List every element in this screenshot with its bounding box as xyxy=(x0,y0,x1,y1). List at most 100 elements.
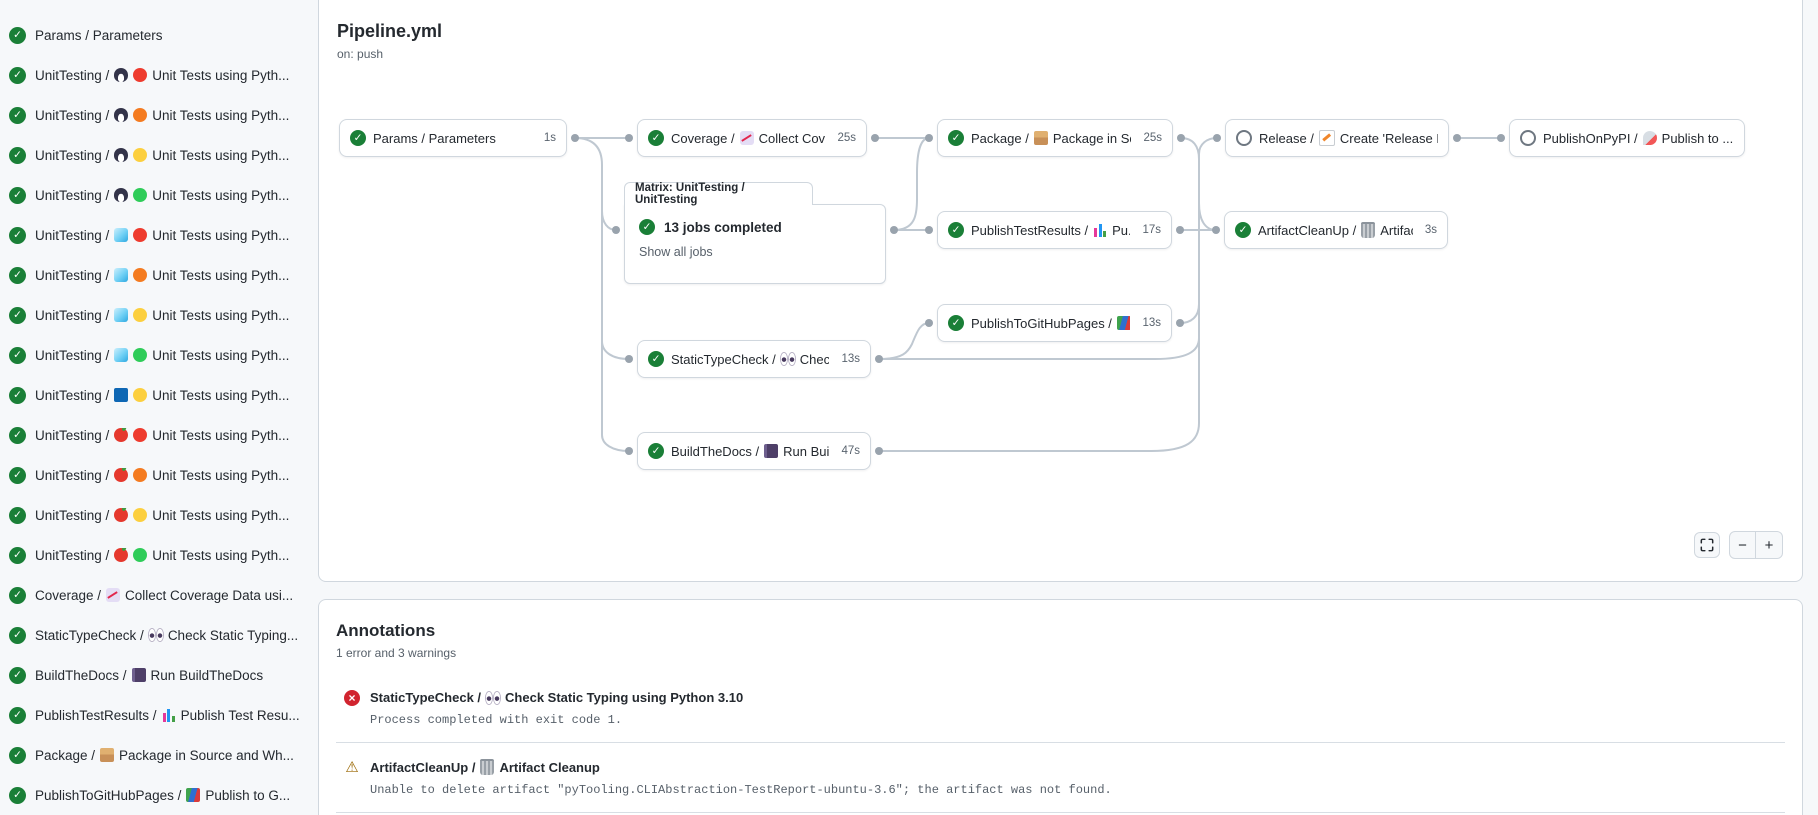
job-duration: 25s xyxy=(837,132,856,144)
show-all-jobs-link[interactable]: Show all jobs xyxy=(639,245,713,259)
matrix-group: 13 jobs completed Show all jobs xyxy=(624,204,886,284)
sidebar-job-label: UnitTesting /Unit Tests using Pyth... xyxy=(35,147,290,163)
wastebasket-icon xyxy=(480,759,495,775)
sidebar-job-label: StaticTypeCheck /Check Static Typing... xyxy=(35,627,299,643)
job-node-publishtogithubpages[interactable]: PublishToGitHubPages / ... 13s xyxy=(937,304,1172,342)
sidebar-job-label: UnitTesting /Unit Tests using Pyth... xyxy=(35,227,290,243)
chart-increasing-icon xyxy=(106,588,121,602)
sidebar-job-item[interactable]: UnitTesting /Unit Tests using Pyth... xyxy=(0,215,318,255)
eyes-icon xyxy=(780,352,795,366)
job-name: PublishToGitHubPages / xyxy=(971,315,1112,331)
sidebar-job-item[interactable]: UnitTesting /Unit Tests using Pyth... xyxy=(0,495,318,535)
penguin-icon xyxy=(114,108,129,122)
sidebar-job-label: UnitTesting /Unit Tests using Pyth... xyxy=(35,107,290,123)
job-duration: 13s xyxy=(841,353,860,365)
status-success-icon xyxy=(9,746,26,764)
status-success-icon xyxy=(9,26,26,44)
job-name: PublishTestResults / xyxy=(971,222,1089,238)
status-success-icon xyxy=(648,443,664,459)
sidebar-job-label: UnitTesting /Unit Tests using Pyth... xyxy=(35,547,290,563)
sidebar-job-label: PublishToGitHubPages /Publish to G... xyxy=(35,787,291,803)
ice-icon xyxy=(114,308,129,322)
sidebar-job-item[interactable]: Package /Package in Source and Wh... xyxy=(0,735,318,775)
sidebar-job-item[interactable]: UnitTesting /Unit Tests using Pyth... xyxy=(0,335,318,375)
sidebar-job-item[interactable]: UnitTesting /Unit Tests using Pyth... xyxy=(0,135,318,175)
red-circle-icon xyxy=(133,428,148,442)
job-desc: Chec... xyxy=(799,351,830,367)
status-skipped-icon xyxy=(1520,130,1536,146)
ice-icon xyxy=(114,268,129,282)
sidebar-job-label: UnitTesting /Unit Tests using Pyth... xyxy=(35,427,290,443)
job-node-params[interactable]: Params / Parameters 1s xyxy=(339,119,567,157)
job-node-artifactcleanup[interactable]: ArtifactCleanUp / Artifac... 3s xyxy=(1224,211,1448,249)
job-node-buildthedocs[interactable]: BuildTheDocs / Run Buil... 47s xyxy=(637,432,871,470)
sidebar-job-item[interactable]: Coverage /Collect Coverage Data usi... xyxy=(0,575,318,615)
memo-pencil-icon xyxy=(1318,130,1335,146)
jobs-sidebar: Params / ParametersUnitTesting /Unit Tes… xyxy=(0,0,318,815)
sidebar-job-label: UnitTesting /Unit Tests using Pyth... xyxy=(35,187,290,203)
graph-edges xyxy=(571,134,1505,455)
sidebar-job-item[interactable]: BuildTheDocs /Run BuildTheDocs xyxy=(0,655,318,695)
job-node-package[interactable]: Package / Package in So... 25s xyxy=(937,119,1173,157)
sidebar-job-item[interactable]: UnitTesting /Unit Tests using Pyth... xyxy=(0,175,318,215)
annotations-card: Annotations 1 error and 3 warnings Stati… xyxy=(318,599,1803,815)
sidebar-job-item[interactable]: UnitTesting /Unit Tests using Pyth... xyxy=(0,95,318,135)
sidebar-job-label: UnitTesting /Unit Tests using Pyth... xyxy=(35,347,290,363)
sidebar-job-item[interactable]: StaticTypeCheck /Check Static Typing... xyxy=(0,615,318,655)
status-success-icon xyxy=(9,626,26,644)
status-success-icon xyxy=(9,146,26,164)
status-success-icon xyxy=(9,546,26,564)
sidebar-job-item[interactable]: PublishToGitHubPages /Publish to G... xyxy=(0,775,318,815)
job-node-publishonpypi[interactable]: PublishOnPyPI / Publish to ... xyxy=(1509,119,1745,157)
zoom-in-button[interactable]: + xyxy=(1756,532,1782,558)
sidebar-job-item[interactable]: UnitTesting /Unit Tests using Pyth... xyxy=(0,255,318,295)
yellow-circle-icon xyxy=(133,508,148,522)
sidebar-job-item[interactable]: UnitTesting /Unit Tests using Pyth... xyxy=(0,295,318,335)
job-node-statictypecheck[interactable]: StaticTypeCheck / Chec... 13s xyxy=(637,340,871,378)
job-duration: 47s xyxy=(841,445,860,457)
job-duration: 1s xyxy=(543,132,556,144)
pipeline-graph-card: Pipeline.yml on: push xyxy=(318,0,1803,582)
sidebar-job-item[interactable]: UnitTesting /Unit Tests using Pyth... xyxy=(0,535,318,575)
job-desc: Package in So... xyxy=(1052,130,1132,146)
notebook-icon xyxy=(764,444,779,458)
status-success-icon xyxy=(648,130,664,146)
yellow-circle-icon xyxy=(133,388,148,402)
ice-icon xyxy=(114,228,129,242)
ice-icon xyxy=(114,348,129,362)
workflow-file-title: Pipeline.yml xyxy=(337,21,443,41)
red-circle-icon xyxy=(133,228,148,242)
status-success-icon xyxy=(9,266,26,284)
matrix-tab[interactable]: Matrix: UnitTesting / UnitTesting xyxy=(624,182,813,206)
sidebar-job-label: UnitTesting /Unit Tests using Pyth... xyxy=(35,507,290,523)
annotation-job-link[interactable]: ArtifactCleanUp / Artifact Cleanup xyxy=(370,759,600,775)
zoom-out-button[interactable]: − xyxy=(1730,532,1756,558)
status-success-icon xyxy=(9,586,26,604)
sidebar-job-item[interactable]: UnitTesting /Unit Tests using Pyth... xyxy=(0,415,318,455)
fullscreen-button[interactable] xyxy=(1694,532,1720,558)
orange-circle-icon xyxy=(133,468,148,482)
workflow-trigger: on: push xyxy=(337,47,384,61)
sidebar-job-item[interactable]: UnitTesting /Unit Tests using Pyth... xyxy=(0,455,318,495)
sidebar-job-label: BuildTheDocs /Run BuildTheDocs xyxy=(35,667,264,683)
fullscreen-icon xyxy=(1700,538,1714,552)
job-name: ArtifactCleanUp / xyxy=(1258,222,1357,238)
job-desc: Artifac... xyxy=(1380,222,1413,238)
sidebar-job-item[interactable]: UnitTesting /Unit Tests using Pyth... xyxy=(0,55,318,95)
sidebar-job-item[interactable]: PublishTestResults /Publish Test Resu... xyxy=(0,695,318,735)
job-node-publishtestresults[interactable]: PublishTestResults / Pu... 17s xyxy=(937,211,1172,249)
job-node-release[interactable]: Release / Create 'Release P... xyxy=(1225,119,1449,157)
sidebar-job-item[interactable]: Params / Parameters xyxy=(0,15,318,55)
status-success-icon xyxy=(9,226,26,244)
job-name: Package / xyxy=(971,130,1029,146)
windows-blue-icon xyxy=(114,388,129,402)
job-duration: 25s xyxy=(1143,132,1162,144)
job-name: Coverage / xyxy=(671,130,735,146)
sidebar-job-label: Params / Parameters xyxy=(35,27,163,43)
job-node-coverage[interactable]: Coverage / Collect Cove... 25s xyxy=(637,119,867,157)
annotation-message: Process completed with exit code 1. xyxy=(370,713,623,727)
sidebar-job-item[interactable]: UnitTesting /Unit Tests using Pyth... xyxy=(0,375,318,415)
status-success-icon xyxy=(1235,222,1251,238)
job-name: PublishOnPyPI / xyxy=(1543,130,1638,146)
annotation-job-link[interactable]: StaticTypeCheck / Check Static Typing us… xyxy=(370,690,744,705)
